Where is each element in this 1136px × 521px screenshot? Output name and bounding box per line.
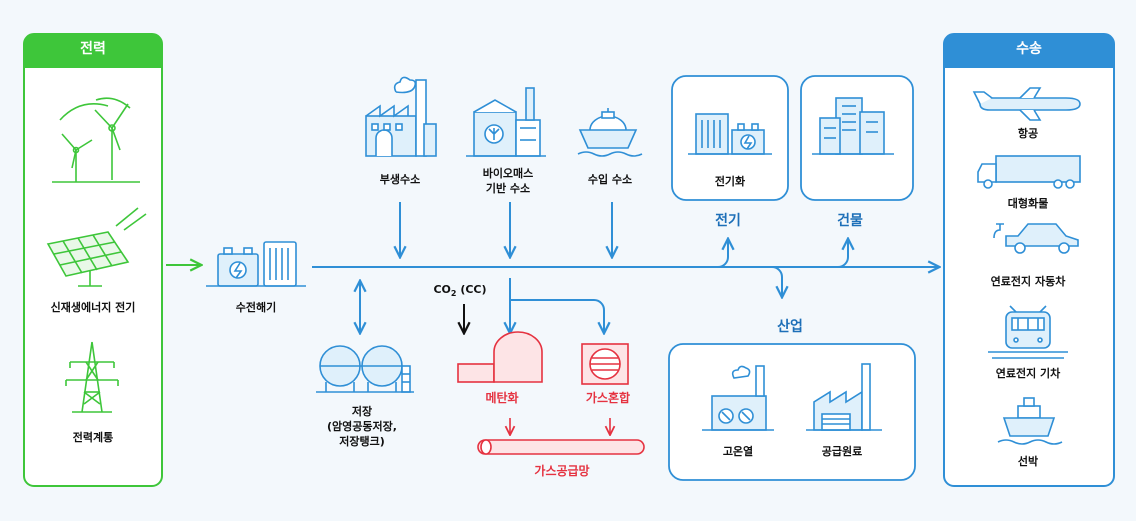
feedstock-label: 공급원료	[821, 445, 863, 458]
power-grid-label: 전력계통	[72, 431, 114, 444]
car-icon	[993, 223, 1079, 254]
lng-ship-icon	[577, 108, 643, 157]
gas-grid-label: 가스공급망	[534, 464, 590, 478]
buildings-icon	[812, 97, 894, 155]
biomass-plant-icon	[466, 87, 546, 157]
biomass-hydrogen-label: 바이오매스 기반 수소	[482, 167, 534, 195]
transmission-tower-icon	[65, 341, 119, 413]
gas-mixing-icon	[581, 343, 629, 385]
electrolyzer-icon	[206, 241, 306, 287]
high-temp-heat-label: 고온열	[722, 445, 754, 458]
feedstock-factory-icon	[806, 363, 882, 431]
gas-mixing-arrow	[510, 299, 604, 332]
building-title: 건물	[837, 213, 863, 229]
ship-icon	[997, 397, 1063, 445]
battery-cabinet-icon	[688, 113, 772, 155]
electricity-title: 전기	[715, 213, 741, 229]
gas-pipe-icon	[477, 439, 645, 455]
byproduct-hydrogen-label: 부생수소	[379, 173, 421, 186]
storage-label: 저장 (암영공동저장, 저장탱크)	[327, 405, 397, 448]
co2-label: CO2 (CC)	[433, 283, 487, 299]
train-icon	[988, 305, 1068, 359]
wind-turbine-icon	[52, 97, 140, 183]
methanation-label: 메탄화	[485, 391, 519, 405]
power-header: 전력	[80, 41, 106, 57]
industry-box	[668, 343, 916, 481]
electrification-box	[671, 75, 789, 201]
solar-panel-icon	[46, 207, 147, 287]
gas-mixing-label: 가스혼합	[585, 391, 631, 405]
electricity-arrow	[717, 240, 728, 268]
transport-header: 수송	[1016, 41, 1042, 57]
ship-label: 선박	[1017, 455, 1039, 468]
electrification-label: 전기화	[714, 175, 746, 188]
truck-icon	[977, 155, 1081, 189]
airplane-icon	[972, 87, 1081, 121]
imported-hydrogen-label: 수입 수소	[587, 173, 633, 186]
factory-icon	[365, 76, 437, 157]
electrolyzer-label: 수전해기	[235, 301, 277, 314]
fuel-cell-train-label: 연료전지 기차	[995, 367, 1061, 380]
industry-title: 산업	[777, 319, 803, 335]
transport-panel	[943, 33, 1115, 487]
storage-tank-icon	[316, 345, 414, 393]
methanation-icon	[457, 331, 543, 383]
furnace-factory-icon	[702, 365, 774, 431]
renewable-electricity-label: 신재생에너지 전기	[50, 301, 136, 314]
building-arrow	[837, 240, 848, 268]
fuel-cell-car-label: 연료전지 자동차	[990, 275, 1066, 288]
industry-arrow	[771, 266, 782, 296]
heavy-freight-label: 대형화물	[1007, 197, 1049, 210]
aviation-label: 항공	[1017, 127, 1039, 140]
